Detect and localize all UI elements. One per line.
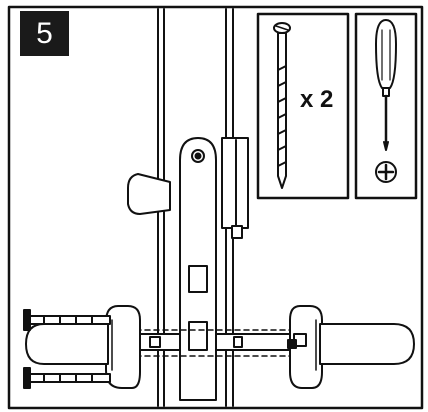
screw-quantity-label: x 2 — [300, 86, 334, 113]
left-screws — [23, 309, 111, 389]
lock-case — [221, 137, 249, 239]
latch-bolt — [127, 173, 171, 215]
right-handle — [287, 305, 415, 389]
cylinder-square-hole — [188, 321, 208, 351]
screwdriver-box — [354, 12, 418, 200]
escutcheon-plate — [179, 137, 217, 401]
spindle-square-hole — [188, 265, 208, 293]
phillips-screwdriver-icon — [375, 19, 397, 151]
outer-frame — [7, 5, 424, 410]
left-handle — [25, 305, 141, 389]
step-number-badge: 5 — [20, 11, 69, 56]
phillips-head-icon — [375, 161, 397, 183]
screw-icon — [273, 22, 291, 189]
screw-box — [256, 12, 350, 200]
